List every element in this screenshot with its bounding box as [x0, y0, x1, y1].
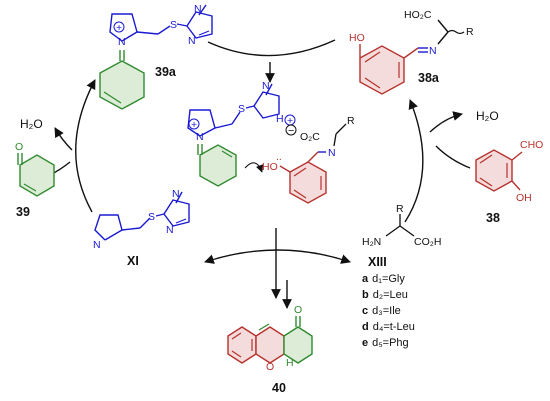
n-imine-center: N	[328, 147, 336, 159]
o-carbonyl-40: O	[294, 304, 302, 316]
label-XIII: XIII	[368, 255, 387, 269]
co2h-38a: HO₂C	[404, 9, 432, 21]
structure-39a: N + S N N 39a	[99, 3, 213, 110]
cyclohexenone-ring-39	[19, 154, 55, 197]
arrow-right-cycle	[404, 99, 424, 223]
structure-40: O O H 40	[227, 304, 313, 395]
n-methyl-39a: N	[194, 3, 202, 15]
cyclohexene-ring-center	[199, 144, 237, 187]
oh-38: OH	[516, 192, 532, 204]
arrow-bottom-arc	[204, 249, 351, 264]
r-group-38a: R	[466, 26, 474, 38]
co2h-XIII: CO₂H	[414, 236, 441, 248]
n-imine-38a: N	[429, 45, 437, 57]
n-plus-center: N	[196, 131, 204, 143]
cho-38: CHO	[520, 139, 543, 151]
r-group-center: R	[347, 115, 355, 127]
n-plus-39a: N	[118, 36, 126, 48]
n-ring-39a: N	[188, 35, 196, 47]
pyran-ring-40	[255, 326, 285, 364]
n-ring-XI: N	[166, 224, 174, 236]
label-XI: XI	[127, 254, 139, 268]
arrow-38-in	[435, 145, 471, 169]
h2n-XIII: H₂N	[362, 236, 381, 248]
ho-38a: HO	[349, 32, 365, 44]
charge-minus-center: −	[288, 125, 294, 137]
ho-center: HO	[262, 161, 278, 173]
label-38: 38	[486, 211, 500, 225]
water-left: H₂O	[20, 117, 43, 131]
structure-38a: HO N HO₂C R 38a	[349, 9, 474, 95]
s-atom-39a: S	[170, 19, 177, 31]
charge-nh-plus-center: +	[287, 115, 293, 127]
nh-plus-center: H	[276, 113, 284, 125]
charge-plus-39a: +	[116, 22, 122, 34]
structure-XIII: H₂N R CO₂H XIII	[362, 203, 441, 269]
n-methyl-XI: N	[172, 188, 180, 200]
benzene-ring-38a	[359, 45, 405, 95]
cyclohexene-ring-39a	[99, 60, 145, 110]
o-pyran-40: O	[266, 361, 274, 373]
arrow-left-cycle	[75, 79, 96, 213]
structure-39: O 39	[15, 141, 55, 219]
h-stereo-40: H	[286, 357, 294, 369]
label-38a: 38a	[418, 71, 440, 85]
r-group-XIII: R	[396, 203, 404, 215]
central-intermediate: N + S N H + HO .. N O₂C − R	[187, 80, 355, 204]
arrow-top-arc	[207, 39, 336, 57]
s-atom-XI: S	[148, 211, 155, 223]
label-39: 39	[16, 205, 30, 219]
s-atom-center: S	[238, 103, 245, 115]
o-atom-39: O	[15, 141, 23, 153]
label-40: 40	[272, 381, 286, 395]
structure-XI: N S N N XI	[93, 188, 190, 268]
cyclohexanone-ring-40	[283, 326, 313, 364]
arrow-water-left	[54, 127, 73, 151]
n-methyl-center: N	[262, 80, 270, 92]
structure-38: CHO OH 38	[475, 139, 543, 225]
nh-XI: N	[93, 239, 101, 251]
cycle-arrows	[49, 39, 471, 309]
co2-minus-center: O₂C	[300, 131, 320, 143]
water-right: H₂O	[476, 109, 499, 123]
label-39a: 39a	[155, 65, 177, 79]
arrow-water-right	[429, 111, 463, 133]
lone-pair-center: ..	[276, 151, 282, 163]
charge-plus-center: +	[191, 119, 197, 131]
